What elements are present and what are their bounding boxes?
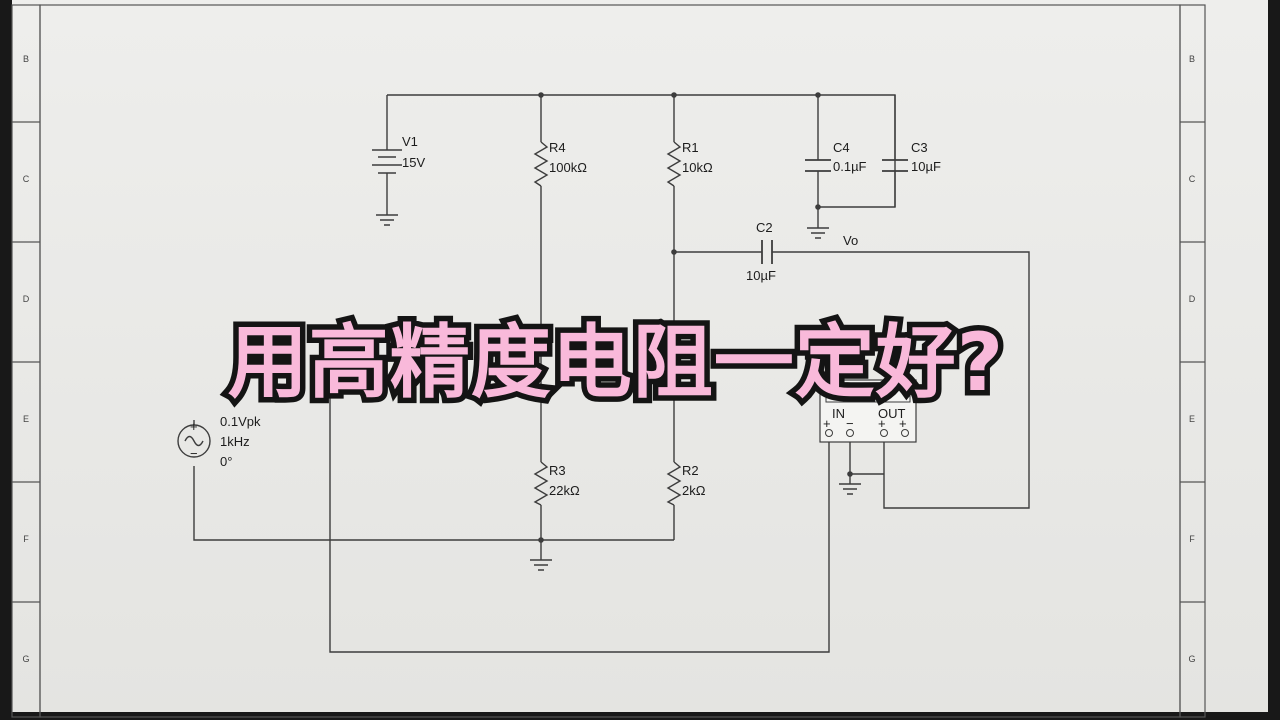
zone-label: G bbox=[1188, 654, 1195, 664]
source-amplitude: 0.1Vpk bbox=[220, 414, 261, 429]
r2-ref: R2 bbox=[682, 463, 699, 478]
scope-pin: + bbox=[878, 416, 886, 431]
r2-value: 2kΩ bbox=[682, 483, 706, 498]
vo-net-label: Vo bbox=[843, 233, 858, 248]
v1-value: 15V bbox=[402, 155, 425, 170]
v1-ref: V1 bbox=[402, 134, 418, 149]
scope-in-label: IN bbox=[832, 406, 845, 421]
source-plus: + bbox=[190, 419, 198, 434]
source-minus: − bbox=[190, 446, 198, 461]
zone-label: E bbox=[1189, 414, 1195, 424]
battery-v1 bbox=[372, 149, 402, 174]
c2-value: 10µF bbox=[746, 268, 776, 283]
zone-label: F bbox=[23, 534, 29, 544]
sheet-border bbox=[11, 4, 1206, 718]
r4-ref: R4 bbox=[549, 140, 566, 155]
resistor-r1 bbox=[666, 141, 682, 187]
zone-label: C bbox=[23, 174, 30, 184]
resistor-r4 bbox=[533, 141, 549, 187]
scope-pin: − bbox=[846, 416, 854, 431]
source-phase: 0° bbox=[220, 454, 232, 469]
scope-out-label: OUT bbox=[878, 406, 906, 421]
zone-label: D bbox=[23, 294, 30, 304]
wires bbox=[193, 94, 1030, 653]
scope-pin: + bbox=[823, 416, 831, 431]
c2-ref: C2 bbox=[756, 220, 773, 235]
c3-ref: C3 bbox=[911, 140, 928, 155]
video-title-overlay: 用高精度电阻一定好? bbox=[228, 316, 1004, 409]
resistor-r2 bbox=[666, 461, 682, 506]
r4-value: 100kΩ bbox=[549, 160, 587, 175]
zone-label: D bbox=[1189, 294, 1196, 304]
r3-ref: R3 bbox=[549, 463, 566, 478]
r1-value: 10kΩ bbox=[682, 160, 713, 175]
zone-label: B bbox=[23, 54, 29, 64]
r1-ref: R1 bbox=[682, 140, 699, 155]
ac-source bbox=[177, 420, 211, 458]
source-frequency: 1kHz bbox=[220, 434, 250, 449]
resistor-r3 bbox=[533, 461, 549, 506]
scope-pin: + bbox=[899, 416, 907, 431]
capacitor-c4 bbox=[805, 159, 831, 172]
zone-label: B bbox=[1189, 54, 1195, 64]
zone-label: C bbox=[1189, 174, 1196, 184]
zone-markers-right: B C D E F G bbox=[1188, 54, 1195, 664]
zone-label: G bbox=[22, 654, 29, 664]
junctions bbox=[538, 92, 853, 543]
capacitor-c3 bbox=[882, 159, 908, 172]
c4-ref: C4 bbox=[833, 140, 850, 155]
zone-markers-left: B C D E F G bbox=[22, 54, 29, 664]
r3-value: 22kΩ bbox=[549, 483, 580, 498]
ground-symbols bbox=[376, 214, 861, 571]
zone-label: F bbox=[1189, 534, 1195, 544]
c4-value: 0.1µF bbox=[833, 159, 867, 174]
c3-value: 10µF bbox=[911, 159, 941, 174]
zone-label: E bbox=[23, 414, 29, 424]
capacitor-c2 bbox=[761, 240, 773, 264]
oscilloscope-instrument bbox=[819, 379, 917, 443]
